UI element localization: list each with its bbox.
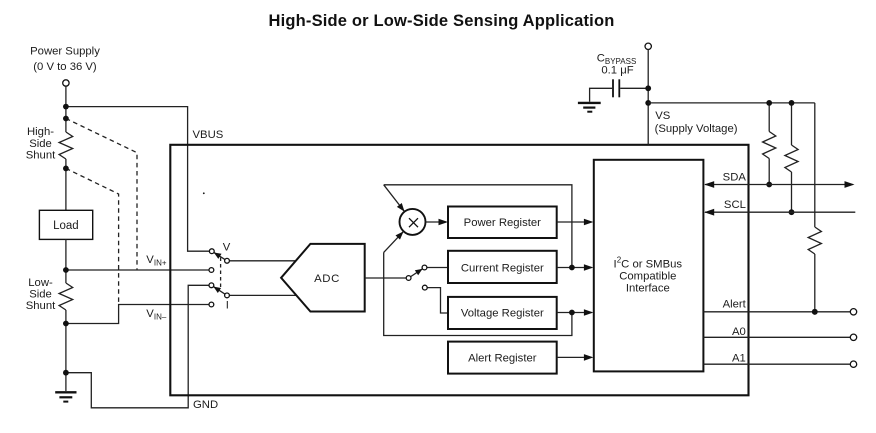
svg-text:A1: A1 [732,353,746,365]
svg-text:I: I [226,300,229,312]
svg-text:ADC: ADC [314,273,340,285]
svg-text:A0: A0 [732,326,746,338]
svg-text:Interface: Interface [626,283,670,295]
svg-text:Compatible: Compatible [619,270,676,282]
svg-text:VS: VS [655,110,671,122]
svg-text:I2C or SMBus: I2C or SMBus [614,256,683,271]
svg-text:Alert: Alert [723,299,747,311]
svg-text:Shunt: Shunt [26,300,56,312]
svg-text:SCL: SCL [724,199,746,211]
svg-text:SDA: SDA [723,171,747,183]
svg-text:Power Register: Power Register [464,217,541,229]
svg-text:Side: Side [29,138,52,150]
svg-text:(Supply Voltage): (Supply Voltage) [655,123,738,135]
svg-text:VBUS: VBUS [193,129,224,141]
svg-text:Side: Side [29,289,52,301]
svg-text:Load: Load [53,220,79,232]
svg-text:Power Supply: Power Supply [30,46,100,58]
svg-text:High-Side or Low-Side Sensing: High-Side or Low-Side Sensing Applicatio… [269,12,615,30]
svg-text:0.1 μF: 0.1 μF [601,64,633,76]
svg-text:(0 V to 36 V): (0 V to 36 V) [33,61,97,73]
svg-text:V: V [223,242,231,254]
svg-text:Shunt: Shunt [26,150,56,162]
svg-text:Voltage Register: Voltage Register [461,308,544,320]
svg-text:Alert Register: Alert Register [468,353,537,365]
svg-text:High-: High- [27,126,54,138]
svg-text:Low-: Low- [28,277,53,289]
svg-text:GND: GND [193,399,218,411]
svg-text:Current Register: Current Register [461,263,544,275]
